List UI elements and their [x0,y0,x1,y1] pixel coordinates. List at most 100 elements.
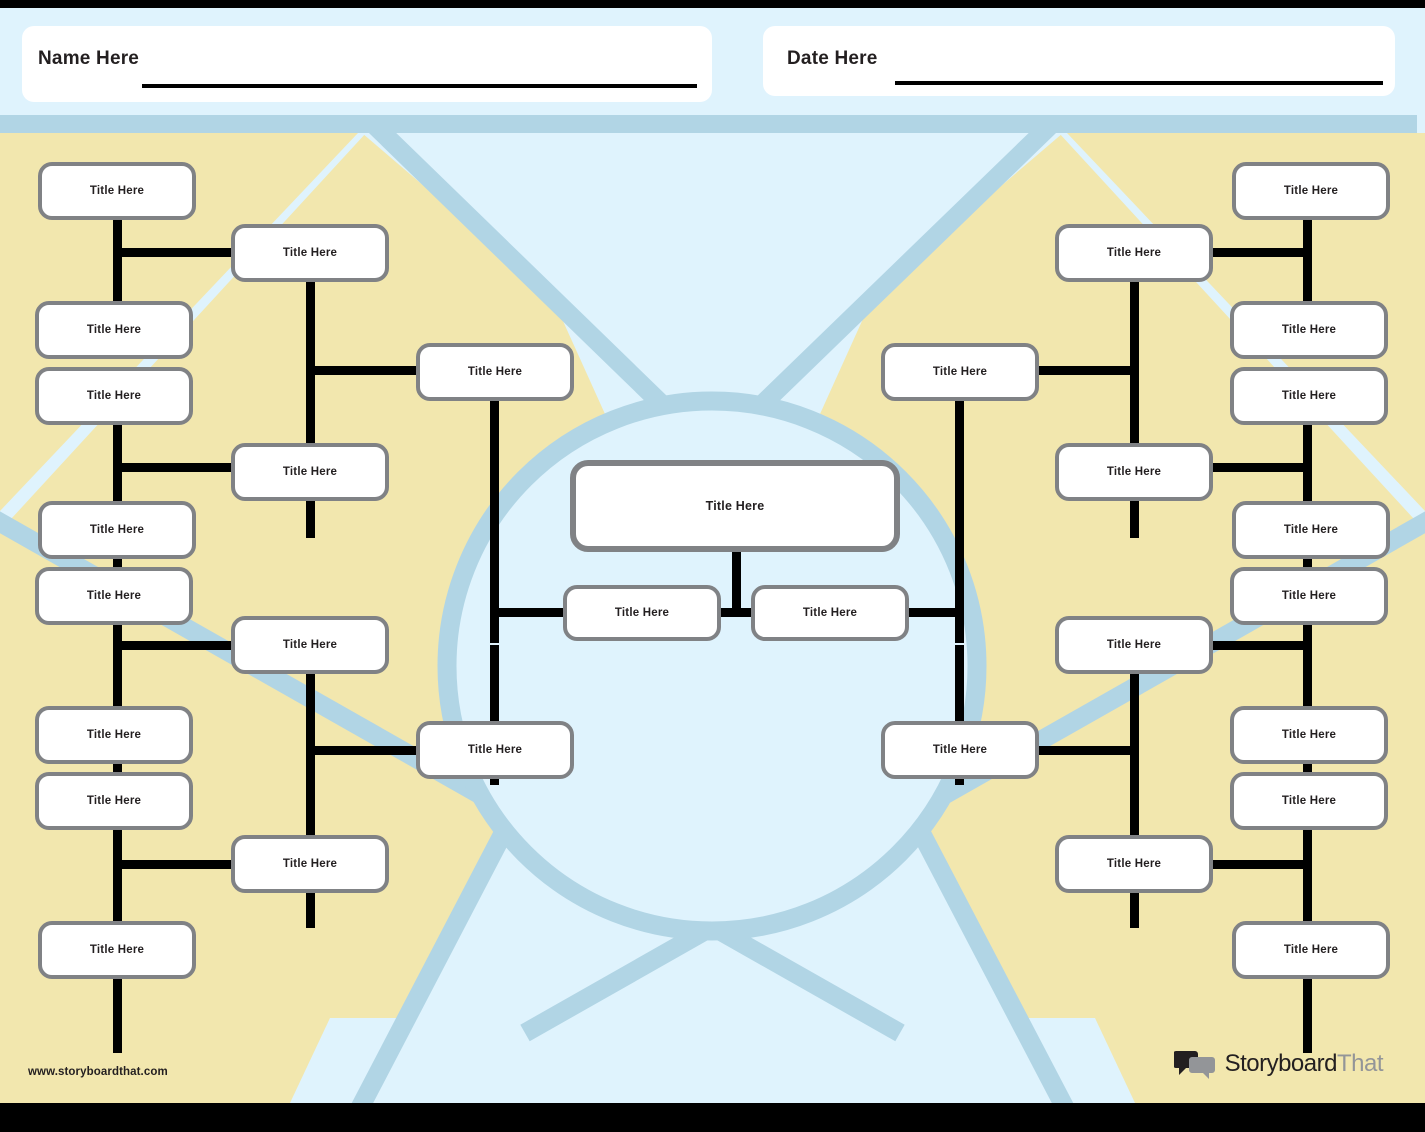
node-box[interactable]: Title Here [231,835,389,893]
node-label: Title Here [614,607,670,619]
node-box[interactable]: Title Here [38,162,196,220]
node-box[interactable]: Title Here [1232,162,1390,220]
center-node-label: Title Here [705,499,765,513]
node-label: Title Here [1106,247,1162,259]
connector [732,548,741,613]
connector [306,278,315,538]
brand-text-primary: Storyboard [1224,1050,1338,1077]
date-field-rule[interactable] [895,81,1383,85]
node-label: Title Here [1283,185,1339,197]
node-box[interactable]: Title Here [231,224,389,282]
node-label: Title Here [932,366,988,378]
date-field-label: Date Here [787,48,878,69]
node-label: Title Here [1106,639,1162,651]
connector [1130,668,1139,928]
node-box[interactable]: Title Here [416,721,574,779]
connector [306,668,315,928]
connector [1182,641,1312,650]
node-label: Title Here [802,607,858,619]
node-label: Title Here [282,247,338,259]
connector [955,645,964,785]
connector [490,393,499,643]
brand-text: StoryboardThat [1224,1050,1384,1078]
node-label: Title Here [1106,858,1162,870]
node-box[interactable]: Title Here [563,585,721,641]
node-box[interactable]: Title Here [38,921,196,979]
node-box[interactable]: Title Here [881,721,1039,779]
node-label: Title Here [89,944,145,956]
node-box[interactable]: Title Here [1230,772,1388,830]
node-box[interactable]: Title Here [231,443,389,501]
node-box[interactable]: Title Here [35,706,193,764]
node-label: Title Here [932,744,988,756]
node-box[interactable]: Title Here [35,567,193,625]
name-field-label: Name Here [38,48,140,69]
connector [1182,463,1312,472]
node-box[interactable]: Title Here [1055,224,1213,282]
connector [113,763,122,923]
connector [113,860,243,869]
node-box[interactable]: Title Here [1055,835,1213,893]
node-box[interactable]: Title Here [1230,567,1388,625]
connector [1182,860,1312,869]
node-label: Title Here [467,744,523,756]
node-box[interactable]: Title Here [35,367,193,425]
connector [490,608,580,617]
node-label: Title Here [86,590,142,602]
node-box[interactable]: Title Here [1230,706,1388,764]
node-label: Title Here [467,366,523,378]
brand-text-secondary: That [1336,1050,1384,1077]
node-box[interactable]: Title Here [1232,501,1390,559]
connector [864,608,964,617]
node-box[interactable]: Title Here [1232,921,1390,979]
node-box[interactable]: Title Here [35,301,193,359]
date-field[interactable]: Date Here [763,26,1395,96]
connector [580,608,865,617]
node-label: Title Here [1281,324,1337,336]
node-label: Title Here [89,524,145,536]
node-box[interactable]: Title Here [416,343,574,401]
connector [1303,923,1312,1053]
node-box[interactable]: Title Here [1055,443,1213,501]
connector [306,366,431,375]
footer-url[interactable]: www.storyboardthat.com [28,1066,168,1078]
connector [1303,623,1312,763]
connector [1303,383,1312,533]
connector [955,393,964,643]
node-box[interactable]: Title Here [35,772,193,830]
node-box[interactable]: Title Here [38,501,196,559]
connector [1130,278,1139,538]
connector [1303,763,1312,923]
connector [1182,248,1312,257]
connector [113,218,122,353]
connector [1005,746,1139,755]
connector [490,645,499,785]
node-label: Title Here [86,795,142,807]
name-field-rule[interactable] [142,84,697,88]
center-node-box[interactable]: Title Here [570,460,900,552]
connector [1005,366,1139,375]
node-label: Title Here [282,466,338,478]
node-label: Title Here [1281,590,1337,602]
node-box[interactable]: Title Here [881,343,1039,401]
node-box[interactable]: Title Here [1230,367,1388,425]
connector [306,746,431,755]
node-label: Title Here [86,390,142,402]
node-box[interactable]: Title Here [231,616,389,674]
node-label: Title Here [89,185,145,197]
node-label: Title Here [86,324,142,336]
speech-bubbles-icon [1173,1051,1215,1079]
node-label: Title Here [1283,944,1339,956]
name-field[interactable]: Name Here [22,26,712,102]
node-box[interactable]: Title Here [1055,616,1213,674]
node-box[interactable]: Title Here [751,585,909,641]
connector [113,463,243,472]
node-label: Title Here [86,729,142,741]
connector [113,623,122,763]
node-box[interactable]: Title Here [1230,301,1388,359]
node-label: Title Here [1281,795,1337,807]
header-band-edge [0,115,1417,134]
node-label: Title Here [1281,729,1337,741]
node-label: Title Here [1283,524,1339,536]
